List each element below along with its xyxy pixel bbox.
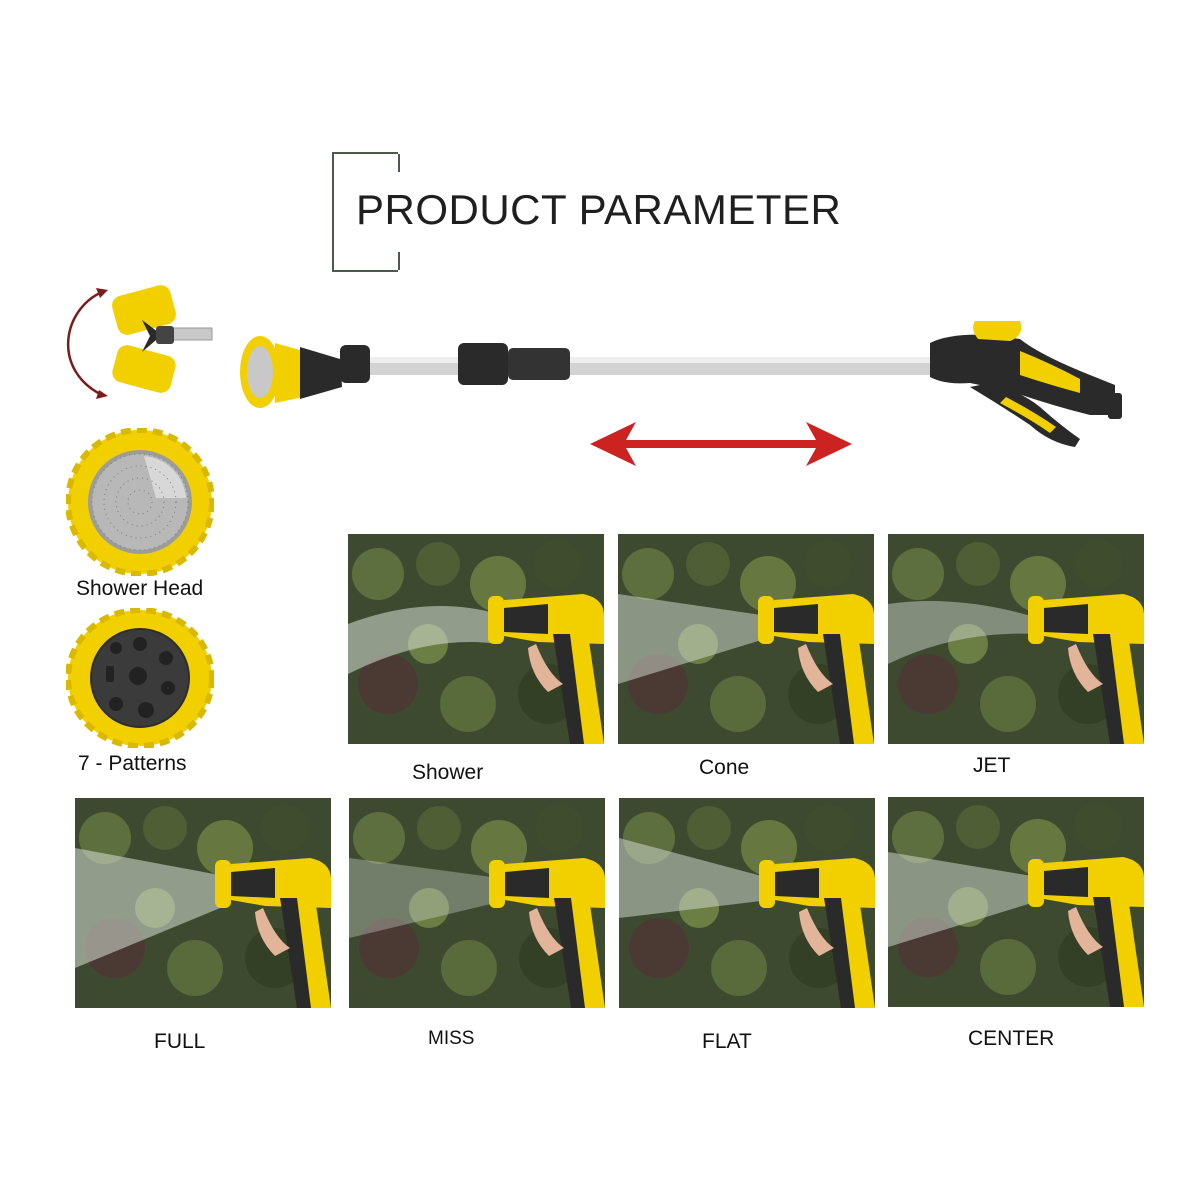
pattern-photo-full: [75, 798, 331, 1008]
pattern-photo-flat: [619, 798, 875, 1008]
rotating-head-illustration: [66, 285, 213, 399]
shower-head-disc: [66, 428, 214, 576]
patterns-disc: [66, 608, 214, 748]
wand-illustration: [240, 321, 1122, 447]
pattern-photo-cone: [618, 534, 874, 744]
curved-arrow-icon: [66, 290, 103, 397]
pattern-label-center: CENTER: [968, 1027, 1055, 1050]
pattern-label-jet: JET: [973, 754, 1011, 777]
title-frame: [332, 152, 400, 272]
pattern-label-flat: FLAT: [702, 1030, 752, 1053]
pattern-photo-center: [888, 797, 1144, 1007]
pattern-photo-jet: [888, 534, 1144, 744]
pattern-photo-shower: [348, 534, 604, 744]
pattern-photo-miss: [349, 798, 605, 1008]
patterns-label: 7 - Patterns: [78, 752, 187, 775]
page-title: PRODUCT PARAMETER: [356, 186, 842, 233]
pattern-label-miss: MISS: [428, 1028, 475, 1049]
pattern-label-shower: Shower: [412, 761, 484, 784]
double-arrow-icon: [590, 422, 852, 466]
pattern-label-cone: Cone: [699, 756, 750, 779]
shower-head-label: Shower Head: [76, 577, 204, 600]
pattern-label-full: FULL: [154, 1030, 206, 1053]
